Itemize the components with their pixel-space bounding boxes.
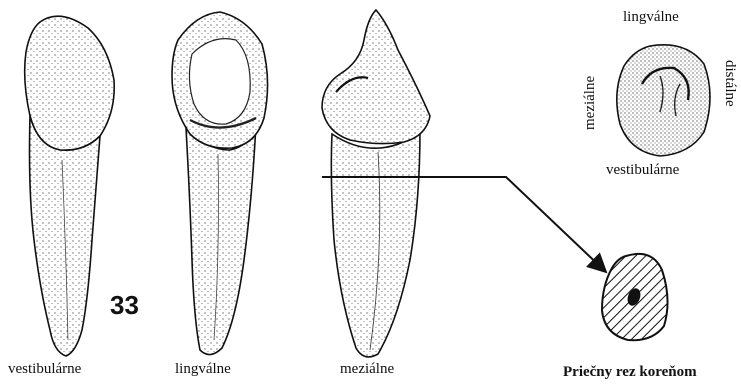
label-lingual: lingválne bbox=[175, 361, 231, 378]
occlusal-label-right: distálne bbox=[721, 60, 738, 107]
occlusal-label-top: lingválne bbox=[623, 9, 679, 26]
figure-number: 33 bbox=[110, 290, 139, 321]
tooth-vestibular-view bbox=[25, 16, 115, 356]
label-mesial: meziálne bbox=[340, 361, 394, 378]
occlusal-label-left: meziálne bbox=[582, 76, 599, 130]
root-mesial bbox=[331, 130, 420, 357]
label-cross-section: Priečny rez koreňom bbox=[563, 364, 697, 381]
occlusal-outline bbox=[617, 45, 710, 156]
label-vestibular: vestibulárne bbox=[8, 361, 81, 378]
root-lingual bbox=[186, 124, 256, 355]
root-cross-section bbox=[602, 254, 668, 340]
occlusal-view bbox=[617, 45, 710, 156]
lingual-fossa bbox=[189, 39, 250, 125]
occlusal-label-bottom: vestibulárne bbox=[606, 162, 679, 179]
crown-mesial bbox=[322, 10, 430, 144]
crown-vestibular bbox=[25, 16, 115, 150]
tooth-lingual-view bbox=[172, 12, 268, 355]
tooth-mesial-view bbox=[322, 10, 430, 357]
